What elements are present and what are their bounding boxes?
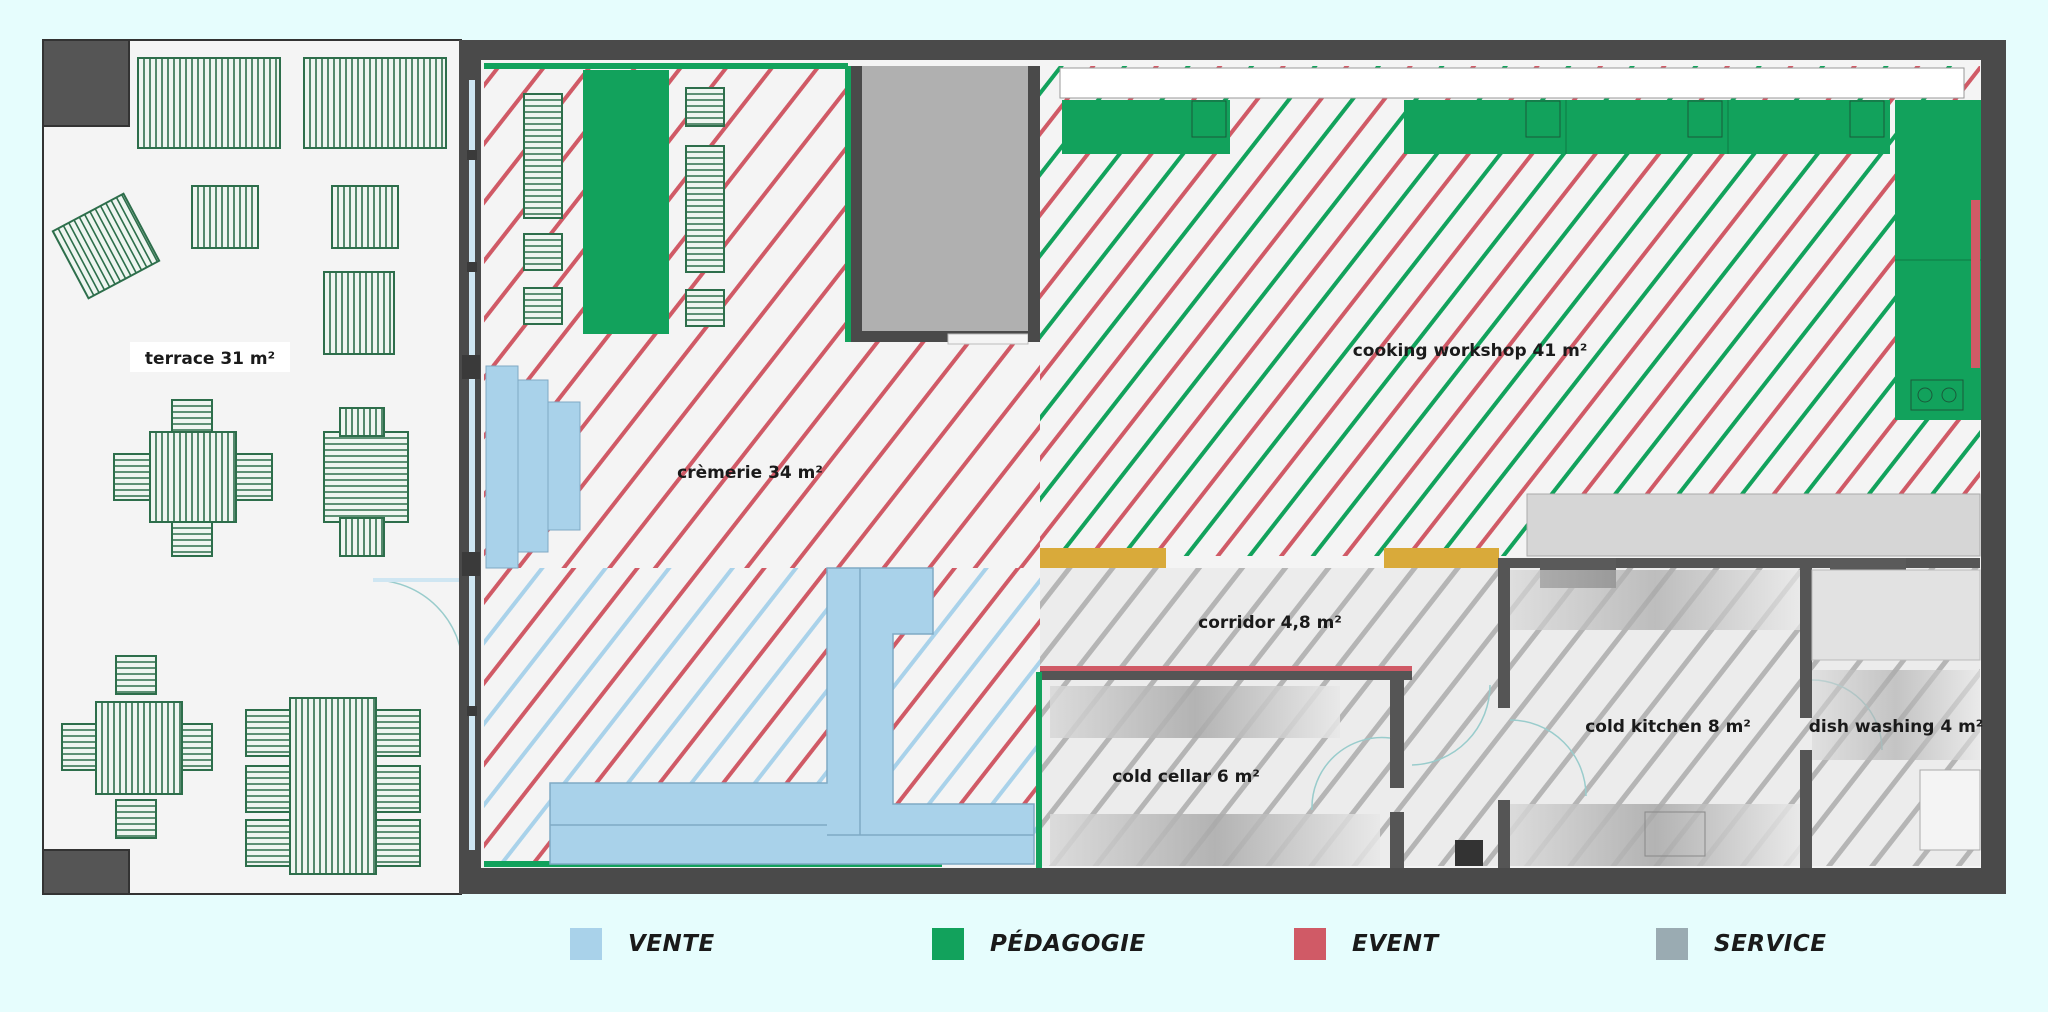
cremerie-bench: [523, 287, 563, 325]
legend-label-vente: VENTE: [628, 931, 715, 957]
cremerie-benches: [523, 87, 725, 327]
terrace-chair: [375, 709, 421, 757]
terrace-table: [149, 431, 237, 523]
terrace-bench: [137, 57, 281, 149]
terrace-pillar-top: [42, 39, 130, 127]
cremerie-bench: [523, 93, 563, 219]
terrace-table: [95, 701, 183, 795]
terrace-chair: [181, 723, 213, 771]
terrace-chair: [339, 407, 385, 437]
legend-swatch-service: [1656, 928, 1688, 960]
terrace-chair: [171, 521, 213, 557]
legend-swatch-event: [1294, 928, 1326, 960]
cremerie-furniture: [485, 70, 1035, 865]
cooking-workshop-label: cooking workshop 41 m²: [1353, 341, 1588, 361]
legend-label-pedagogie: PÉDAGOGIE: [990, 931, 1146, 957]
cold-cellar-label: cold cellar 6 m²: [1112, 767, 1260, 787]
legend-item-service: SERVICE: [1656, 928, 1826, 960]
cold-kitchen-label: cold kitchen 8 m²: [1585, 717, 1751, 737]
terrace-furniture: [51, 57, 447, 875]
legend: VENTE PÉDAGOGIE EVENT SERVICE: [0, 928, 2048, 968]
terrace-chair: [115, 655, 157, 695]
legend-swatch-pedagogie: [932, 928, 964, 960]
terrace-chair: [245, 709, 291, 757]
legend-item-pedagogie: PÉDAGOGIE: [932, 928, 1146, 960]
legend-item-vente: VENTE: [570, 928, 715, 960]
legend-item-event: EVENT: [1294, 928, 1439, 960]
legend-label-event: EVENT: [1352, 931, 1439, 957]
dish-washing-label: dish washing 4 m²: [1809, 717, 1983, 737]
terrace-chair: [245, 819, 291, 867]
terrace-chair: [51, 192, 161, 300]
terrace-chair: [113, 453, 151, 501]
service-equipment: [1050, 569, 1981, 866]
terrace-chair: [61, 723, 97, 771]
terrace-chair: [375, 765, 421, 813]
cremerie-bench: [685, 145, 725, 273]
terrace-chair: [115, 799, 157, 839]
legend-label-service: SERVICE: [1714, 931, 1827, 957]
pedagogy-table: [583, 70, 669, 334]
cooking-workshop-furniture: [1040, 100, 1981, 568]
terrace-chair: [339, 517, 385, 557]
terrace-table: [323, 431, 409, 523]
terrace-chair: [171, 399, 213, 433]
cremerie-bench: [685, 289, 725, 327]
terrace-stool: [331, 185, 399, 249]
terrace-chair: [375, 819, 421, 867]
cremerie-bench: [523, 233, 563, 271]
terrace-label-box: [130, 342, 290, 372]
legend-swatch-vente: [570, 928, 602, 960]
terrace-chair: [323, 271, 395, 355]
terrace-chair: [235, 453, 273, 501]
terrace-label: terrace 31 m²: [145, 349, 275, 369]
corridor-label: corridor 4,8 m²: [1198, 613, 1342, 633]
terrace-stool: [191, 185, 259, 249]
vente-counter: [549, 567, 1035, 865]
cremerie-bench: [685, 87, 725, 127]
terrace-long-table: [289, 697, 377, 875]
terrace-chair: [245, 765, 291, 813]
cremerie-label: crèmerie 34 m²: [677, 463, 823, 483]
terrace-bench: [303, 57, 447, 149]
terrace-pillar-bottom: [42, 849, 130, 895]
